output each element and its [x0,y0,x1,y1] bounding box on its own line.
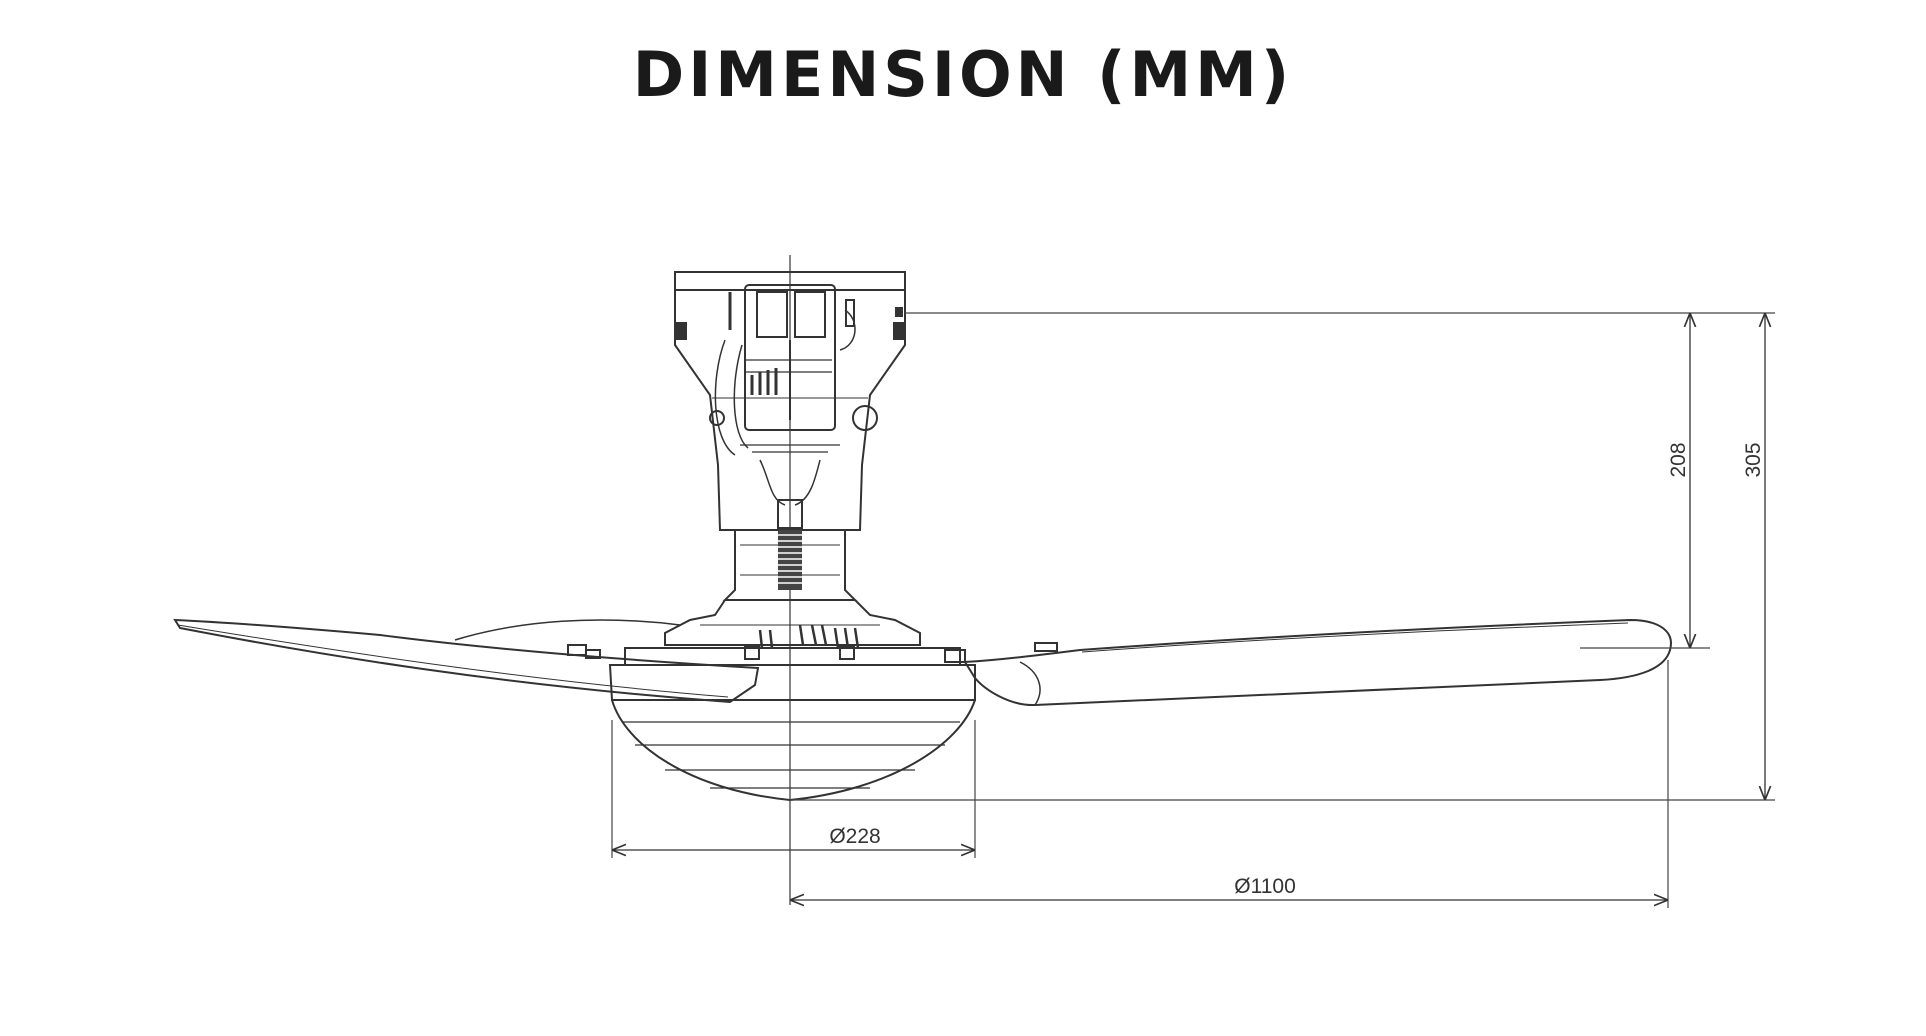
extension-lines [611,312,1775,908]
dim-label-fan-diameter: Ø1100 [1234,875,1296,898]
dim-label-motor-height: 208 [1667,442,1690,477]
page-title: DIMENSION (MM) [632,38,1294,111]
motor-housing [624,599,961,666]
downrod [722,530,858,601]
dim-label-light-diameter: Ø228 [829,825,880,848]
ceiling-mount [674,271,906,531]
right-blade [944,618,1672,707]
dimension-lines [612,313,1765,900]
left-blade [173,618,760,704]
motor-assembly [714,284,856,529]
light-kit [608,664,976,802]
dim-label-total-height: 305 [1742,442,1765,477]
